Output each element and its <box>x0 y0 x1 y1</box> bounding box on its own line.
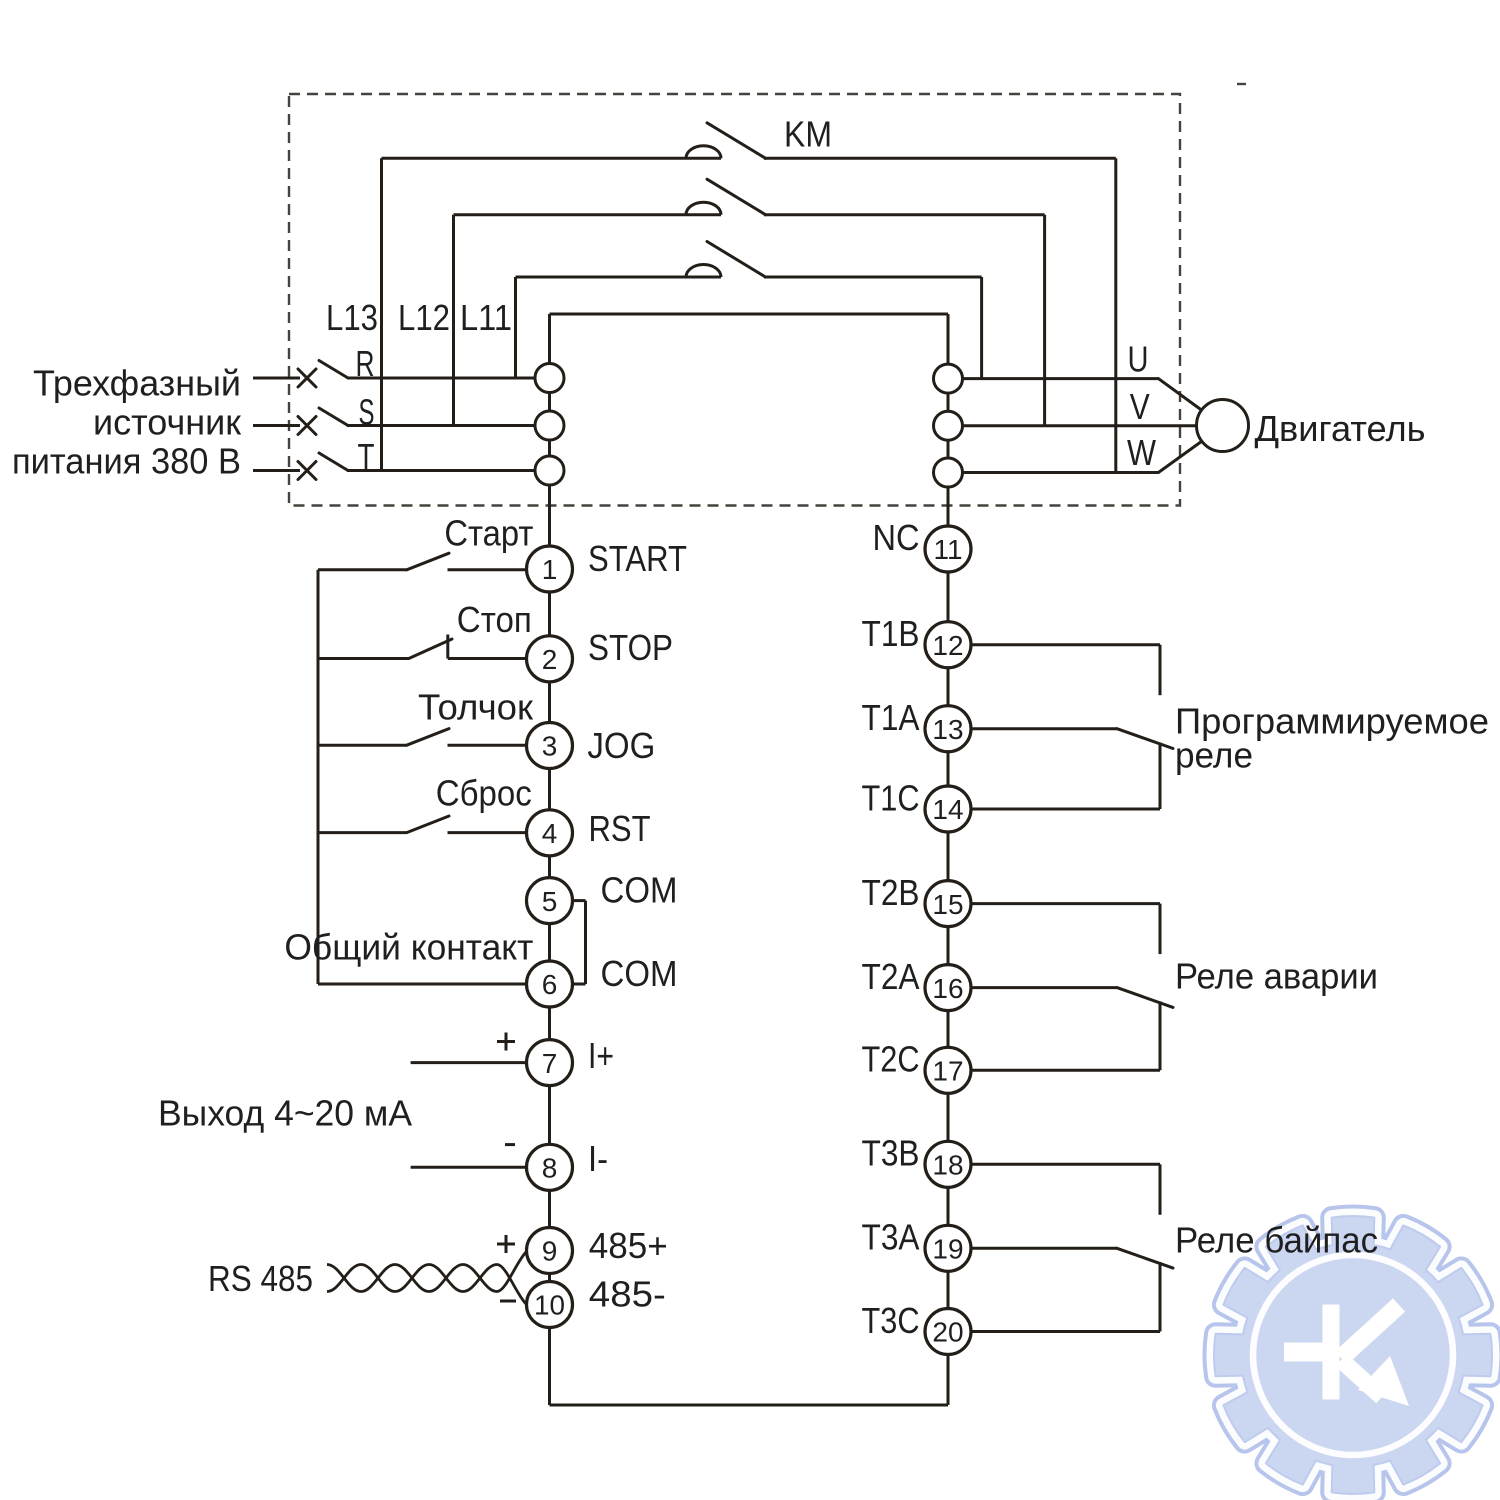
svg-text:RS 485: RS 485 <box>208 1258 313 1299</box>
svg-text:NC: NC <box>873 517 920 558</box>
svg-text:T2B: T2B <box>862 872 920 913</box>
svg-text:20: 20 <box>932 1317 963 1348</box>
svg-text:13: 13 <box>932 714 963 745</box>
svg-text:Реле байпас: Реле байпас <box>1175 1220 1378 1261</box>
svg-text:L12: L12 <box>398 297 450 338</box>
svg-text:L13: L13 <box>326 297 378 338</box>
svg-text:T1A: T1A <box>862 697 920 738</box>
svg-text:Выход 4~20 мА: Выход 4~20 мА <box>158 1092 412 1133</box>
svg-text:16: 16 <box>932 973 963 1004</box>
svg-text:W: W <box>1127 432 1156 473</box>
svg-text:R: R <box>356 343 375 384</box>
svg-text:T1C: T1C <box>862 777 920 818</box>
svg-text:источник: источник <box>93 401 241 442</box>
svg-text:RST: RST <box>589 808 651 849</box>
svg-text:питания 380 В: питания 380 В <box>12 440 241 481</box>
svg-text:7: 7 <box>542 1048 558 1079</box>
svg-text:I+: I+ <box>588 1035 614 1076</box>
svg-text:STOP: STOP <box>588 627 673 668</box>
svg-text:Толчок: Толчок <box>418 687 533 728</box>
svg-text:8: 8 <box>542 1153 558 1184</box>
svg-text:18: 18 <box>932 1150 963 1181</box>
svg-text:2: 2 <box>542 644 558 675</box>
svg-text:485+: 485+ <box>589 1225 668 1266</box>
svg-text:3: 3 <box>542 731 558 762</box>
svg-text:JOG: JOG <box>587 725 655 766</box>
svg-text:6: 6 <box>542 969 558 1000</box>
svg-text:V: V <box>1130 386 1150 427</box>
svg-text:Трехфазный: Трехфазный <box>33 363 241 404</box>
svg-text:I-: I- <box>588 1138 608 1179</box>
svg-text:S: S <box>359 392 375 433</box>
svg-text:T1B: T1B <box>862 613 920 654</box>
svg-text:Сброс: Сброс <box>436 773 532 814</box>
svg-text:KM: KM <box>784 114 832 155</box>
svg-text:T3B: T3B <box>862 1133 920 1174</box>
svg-text:L11: L11 <box>460 297 512 338</box>
svg-text:4: 4 <box>542 818 558 849</box>
svg-text:1: 1 <box>542 554 558 585</box>
svg-text:U: U <box>1128 339 1149 380</box>
svg-text:T3A: T3A <box>862 1217 920 1258</box>
svg-text:Общий контакт: Общий контакт <box>284 926 533 967</box>
svg-text:реле: реле <box>1175 734 1253 775</box>
svg-text:15: 15 <box>932 889 963 920</box>
svg-text:Старт: Старт <box>444 513 533 554</box>
svg-text:T2C: T2C <box>862 1039 920 1080</box>
svg-text:START: START <box>588 538 687 579</box>
svg-text:Программируемое: Программируемое <box>1175 701 1489 742</box>
svg-text:12: 12 <box>932 630 963 661</box>
svg-text:T2A: T2A <box>862 956 920 997</box>
svg-text:9: 9 <box>542 1236 558 1267</box>
svg-text:Реле аварии: Реле аварии <box>1175 956 1378 997</box>
svg-text:14: 14 <box>932 794 963 825</box>
svg-text:T: T <box>358 436 375 477</box>
svg-text:485-: 485- <box>589 1274 666 1315</box>
svg-text:17: 17 <box>932 1056 963 1087</box>
svg-text:19: 19 <box>932 1234 963 1265</box>
svg-text:11: 11 <box>933 534 962 565</box>
svg-text:T3C: T3C <box>862 1300 920 1341</box>
svg-text:Стоп: Стоп <box>457 599 532 640</box>
svg-text:COM: COM <box>601 870 678 911</box>
svg-text:5: 5 <box>542 886 558 917</box>
svg-text:COM: COM <box>601 953 678 994</box>
svg-text:Двигатель: Двигатель <box>1255 408 1426 449</box>
svg-text:10: 10 <box>534 1290 565 1321</box>
